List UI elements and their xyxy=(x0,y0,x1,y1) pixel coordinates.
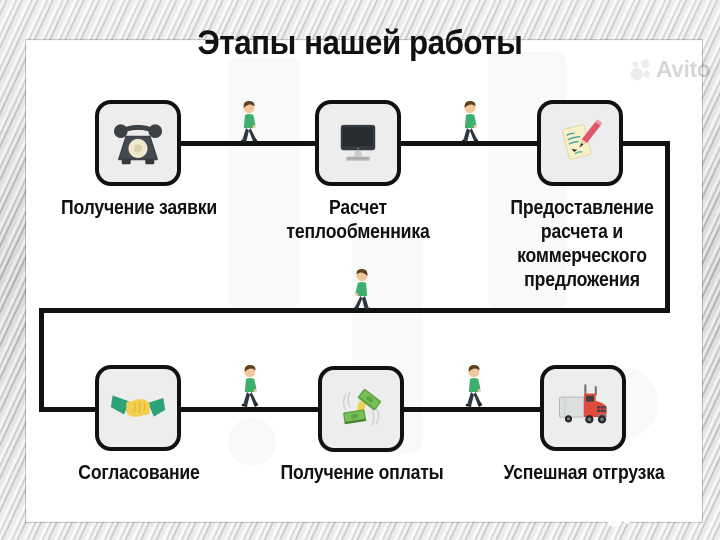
walking-person-icon xyxy=(461,101,479,143)
flow-step-box-5 xyxy=(318,366,404,452)
avito-watermark-bottom: Avito xyxy=(606,498,703,529)
avito-watermark-text: Avito xyxy=(638,498,703,528)
step-label: Получение заявки xyxy=(60,197,218,219)
connector-line xyxy=(178,141,317,146)
flow-step-box-6 xyxy=(540,365,626,451)
handshake-icon xyxy=(110,395,166,417)
step-label: Предоставление расчета и коммерческого п… xyxy=(510,197,654,291)
avito-watermark-top: Avito xyxy=(630,56,711,83)
walking-person-icon xyxy=(240,101,258,143)
rotary-phone-icon xyxy=(113,124,163,165)
ghost-image xyxy=(228,418,276,466)
truck-icon xyxy=(558,384,607,424)
avito-logo-icon xyxy=(606,499,632,527)
connector-line xyxy=(39,308,670,313)
connector-line xyxy=(39,308,44,412)
step-label: Получение оплаты xyxy=(280,462,444,484)
walking-person-icon xyxy=(465,365,483,407)
calculation-document-icon xyxy=(562,119,602,160)
computer-icon xyxy=(340,124,376,161)
connector-line xyxy=(179,407,320,412)
connector-line xyxy=(621,141,670,146)
connector-line xyxy=(665,141,670,313)
walking-person-icon xyxy=(353,269,371,311)
money-icon xyxy=(342,388,381,427)
step-label: Успешная отгрузка xyxy=(503,462,665,484)
step-label: Расчет теплообменника xyxy=(286,197,430,243)
step-label: Согласование xyxy=(78,462,200,484)
flow-step-box-3 xyxy=(537,100,623,186)
walking-person-icon xyxy=(241,365,259,407)
ghost-image xyxy=(228,58,300,308)
connector-line xyxy=(39,407,99,412)
page-title: Этапы нашей работы xyxy=(197,24,523,62)
avito-watermark-text: Avito xyxy=(656,56,711,82)
flow-step-box-1 xyxy=(95,100,181,186)
connector-line xyxy=(402,407,542,412)
connector-line xyxy=(398,141,539,146)
flow-step-box-2 xyxy=(315,100,401,186)
avito-logo-icon xyxy=(630,58,650,80)
flow-step-box-4 xyxy=(95,365,181,451)
